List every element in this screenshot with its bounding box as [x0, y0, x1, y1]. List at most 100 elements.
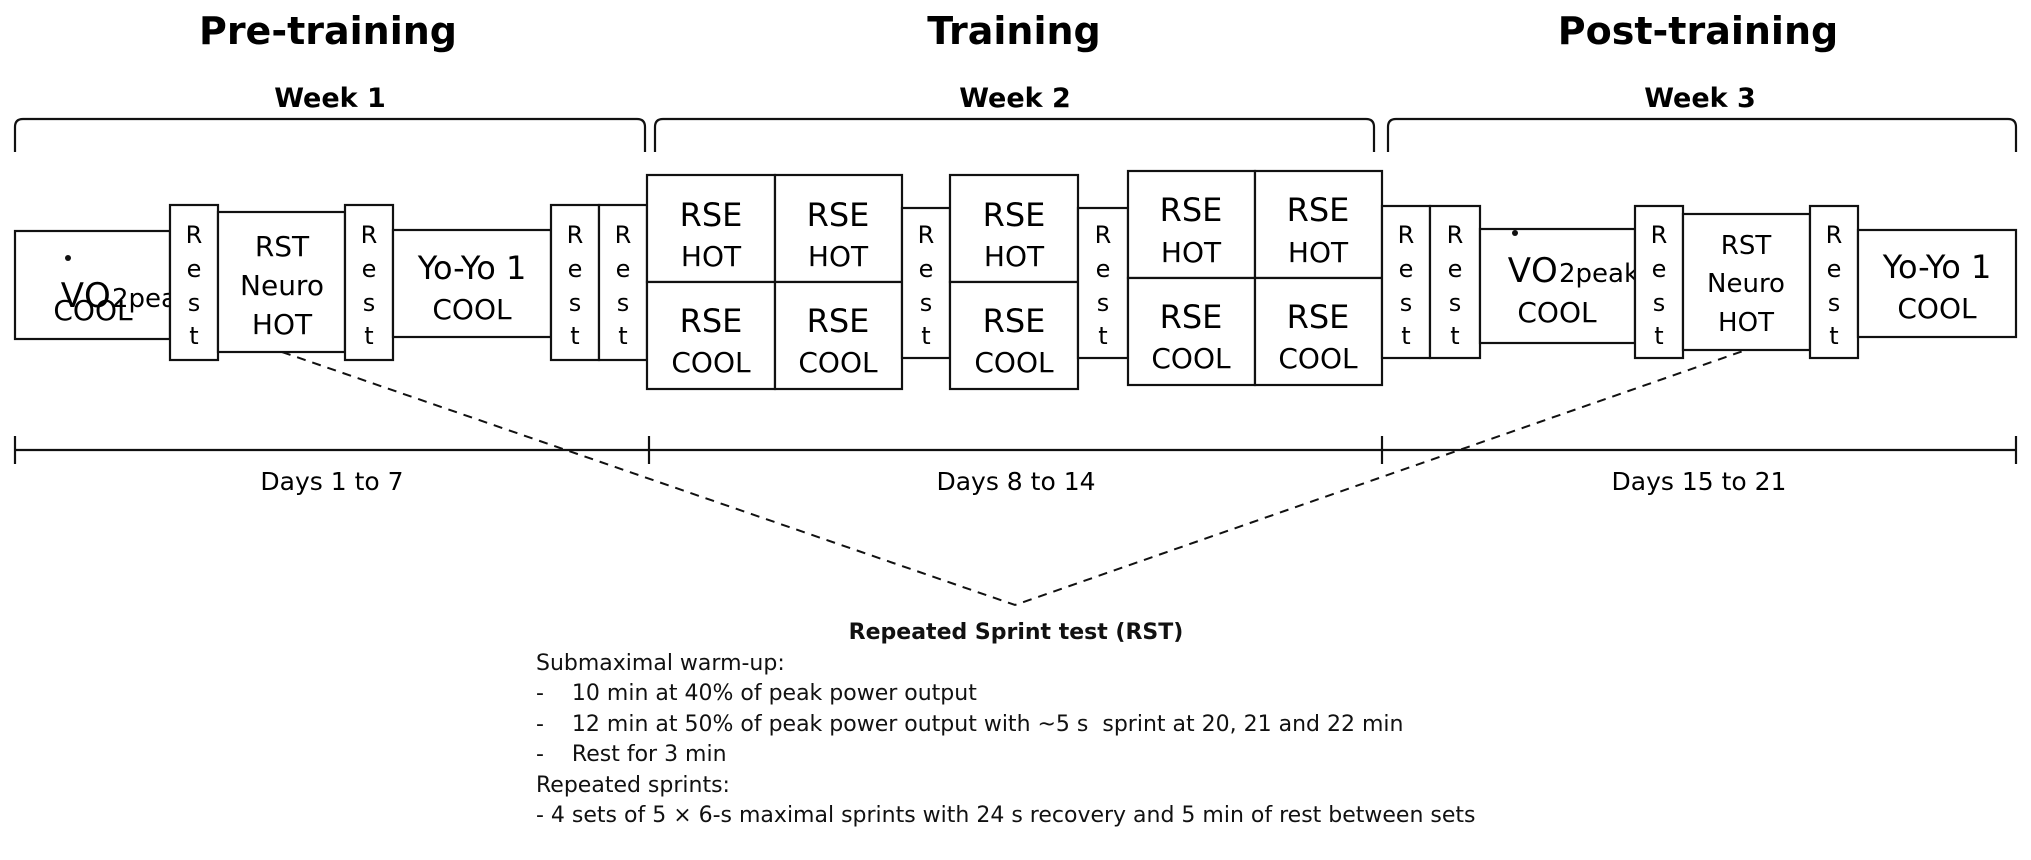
days-label-bg: [240, 462, 425, 500]
rest-block-week1-a: R e s t: [168, 203, 220, 362]
rest-letter: e: [1096, 255, 1111, 283]
rest-block-week1-b: R e s t: [343, 203, 395, 362]
block-rst-neuro-hot-week1: RST Neuro HOT: [216, 210, 347, 354]
rest-block-week3-a: R e s t: [1380, 204, 1432, 360]
condition-cool-label: COOL: [1278, 342, 1358, 375]
condition-cool-label: COOL: [1897, 292, 1977, 325]
rest-letter: e: [616, 255, 631, 283]
rest-letter: t: [1829, 322, 1838, 350]
rst-connector-dashed: [281, 349, 1747, 607]
rse-label: RSE: [1160, 191, 1223, 229]
vo2-sub-label: 2peak: [1559, 259, 1639, 289]
yoyo-label: Yo-Yo 1: [1882, 248, 1992, 286]
days-label-bg: [920, 462, 1110, 500]
rst-panel-title: Repeated Sprint test (RST): [848, 620, 1184, 645]
rest-letter: s: [363, 289, 376, 317]
condition-hot-label: HOT: [681, 240, 742, 273]
rest-letter: R: [361, 221, 378, 249]
rse-label: RSE: [983, 196, 1046, 234]
rest-letter: e: [187, 255, 202, 283]
phase-title-post: Post-training: [1558, 9, 1838, 53]
block-yoyo-cool-week3: Yo-Yo 1 COOL: [1856, 228, 2018, 339]
rest-block-week3-c: R e s t: [1633, 204, 1685, 360]
rse-label: RSE: [983, 302, 1046, 340]
week-label-3: Week 3: [1644, 83, 1756, 114]
condition-cool-label: COOL: [974, 346, 1054, 379]
rst-line: - Rest for 3 min: [536, 742, 727, 767]
vo2-o-label: O: [1531, 251, 1558, 291]
rest-letter: s: [1400, 289, 1413, 317]
rse-group-3: RSE HOT RSE HOT RSE COOL RSE COOL: [1126, 169, 1384, 387]
days-label-bg: [1600, 462, 1800, 500]
rest-letter: t: [1654, 322, 1663, 350]
yoyo-label: Yo-Yo 1: [417, 249, 527, 287]
rest-block-week3-b: R e s t: [1428, 204, 1482, 360]
rst-line: - 10 min at 40% of peak power output: [536, 681, 977, 706]
condition-cool-label: COOL: [53, 294, 133, 327]
vo2-dot-icon: [1512, 230, 1518, 236]
neuro-label: Neuro: [1707, 269, 1785, 299]
rse-label: RSE: [1160, 298, 1223, 336]
rest-letter: R: [567, 221, 584, 249]
rest-letter: e: [1652, 255, 1667, 283]
rse-label: RSE: [1287, 298, 1350, 336]
rest-block-week2-b: R e s t: [1076, 206, 1130, 360]
vo2-o-label: O: [84, 276, 111, 316]
rest-block-week1-d: R e s t: [597, 203, 649, 362]
rest-letter: R: [186, 221, 203, 249]
rst-line: - 12 min at 50% of peak power output wit…: [536, 711, 1404, 737]
phase-title-pre: Pre-training: [199, 9, 457, 53]
rest-letter: R: [1651, 221, 1668, 249]
rest-letter: t: [921, 322, 930, 350]
rest-letter: s: [920, 289, 933, 317]
rst-line: Repeated sprints:: [536, 772, 730, 798]
rest-letter: e: [362, 255, 377, 283]
rest-letter: s: [617, 289, 630, 317]
rest-block-week1-c: R e s t: [549, 203, 601, 362]
days-label-2: Days 8 to 14: [936, 467, 1095, 496]
rest-letter: t: [1450, 322, 1459, 350]
condition-cool-label: COOL: [1151, 342, 1231, 375]
vo2-dot-icon: [65, 255, 71, 261]
rse-label: RSE: [680, 302, 743, 340]
vo2-v-label: V: [1508, 251, 1531, 291]
days-label-3: Days 15 to 21: [1612, 467, 1787, 496]
rest-letter: s: [1828, 289, 1841, 317]
rest-letter: s: [569, 289, 582, 317]
condition-hot-label: HOT: [1288, 236, 1349, 269]
rst-label: RST: [255, 230, 310, 263]
rst-description-panel: Repeated Sprint test (RST) Submaximal wa…: [536, 618, 1736, 832]
rest-letter: s: [1653, 289, 1666, 317]
rest-letter: e: [568, 255, 583, 283]
days-label-1: Days 1 to 7: [260, 467, 403, 496]
rest-letter: t: [570, 322, 579, 350]
rest-letter: R: [1398, 221, 1415, 249]
rse-label: RSE: [807, 302, 870, 340]
rest-letter: t: [618, 322, 627, 350]
rest-letter: s: [188, 289, 201, 317]
condition-hot-label: HOT: [1161, 236, 1222, 269]
rst-line: - 4 sets of 5 × 6-s maximal sprints with…: [536, 803, 1476, 828]
condition-hot-label: HOT: [984, 240, 1045, 273]
rest-letter: t: [1098, 322, 1107, 350]
block-vo2peak-cool-week1: V O 2peak COOL: [13, 229, 192, 341]
condition-cool-label: COOL: [798, 346, 878, 379]
week-label-1: Week 1: [274, 83, 386, 114]
week-label-2: Week 2: [959, 83, 1071, 114]
rest-letter: R: [1826, 221, 1843, 249]
rest-letter: R: [918, 221, 935, 249]
vo2-v-label: V: [61, 276, 84, 316]
rst-line: Submaximal warm-up:: [536, 650, 785, 676]
rest-letter: e: [919, 255, 934, 283]
block-yoyo-cool-week1: Yo-Yo 1 COOL: [391, 228, 553, 339]
condition-hot-label: HOT: [1718, 308, 1774, 338]
rest-letter: s: [1449, 289, 1462, 317]
block-rst-neuro-hot-week3: RST Neuro HOT: [1681, 212, 1812, 352]
week-2-brace: [653, 117, 1376, 152]
condition-hot-label: HOT: [252, 308, 313, 341]
rest-letter: s: [1097, 289, 1110, 317]
rest-block-week2-a: R e s t: [900, 206, 952, 360]
rse-label: RSE: [807, 196, 870, 234]
rest-block-week3-d: R e s t: [1808, 204, 1860, 360]
